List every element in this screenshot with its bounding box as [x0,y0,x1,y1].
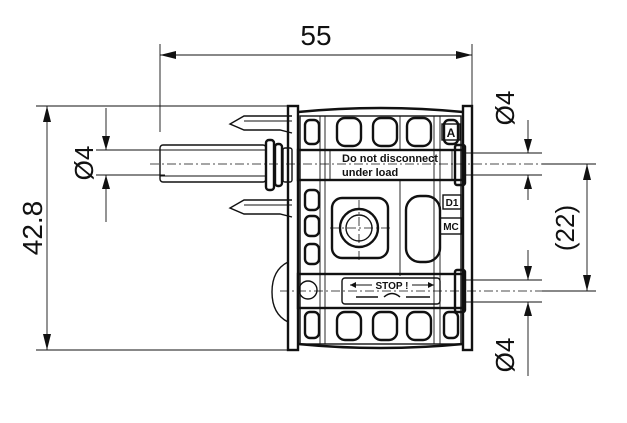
marking-d: D1 [446,198,459,209]
pin-spacing-value: (22) [550,205,580,251]
central-nut [330,194,442,264]
warning-line-1: Do not disconnect [342,153,438,165]
pin-top-right-diameter: Ø4 [490,91,520,126]
dimension-length: 55 [159,20,473,132]
marking-a: A [447,126,456,140]
markings: A D1 MC [439,123,463,235]
center-lines [150,163,545,292]
brand-mark: MC [443,222,459,233]
stop-label: STOP ! [376,281,409,292]
dimension-height: 42.8 [17,105,292,351]
dimension-pin-top-right: Ø4 [464,91,542,200]
upper-sleeve: Do not disconnect under load [296,143,467,187]
dimension-pin-left: Ø4 [69,108,165,222]
dimension-pin-spacing: (22) [542,163,596,292]
contact-pin [159,138,293,192]
warning-line-2: under load [342,167,398,179]
grip-recesses-top [303,116,460,266]
grip-recesses-bottom [303,310,460,342]
pin-left-diameter: Ø4 [69,146,99,181]
housing [286,104,474,352]
lower-sleeve: STOP ! [296,268,467,314]
pin-bottom-right-diameter: Ø4 [490,338,520,373]
length-value: 55 [300,20,331,51]
dimension-pin-bottom-right: Ø4 [464,250,542,376]
height-value: 42.8 [17,201,48,256]
